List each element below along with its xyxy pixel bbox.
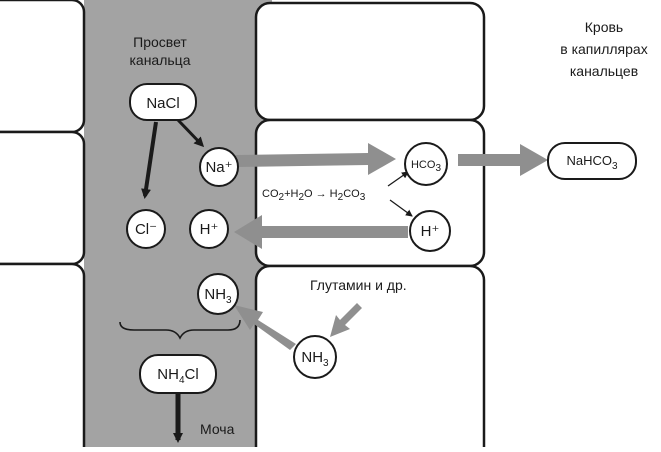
arrow-h-to-lumen	[234, 215, 408, 249]
nh3-lumen-text: NH3	[204, 286, 232, 306]
blood-label-line1: Кровь	[585, 19, 623, 35]
arrow-nacl-to-na	[176, 118, 205, 148]
h-cell-text: H⁺	[421, 223, 440, 240]
arrow-hco3-to-blood	[458, 144, 548, 176]
left-cell-top	[0, 0, 86, 134]
hco3-circle	[404, 142, 448, 186]
na-text: Na⁺	[205, 159, 232, 176]
blood-label-line3: канальцев	[570, 63, 638, 79]
nh3-cell-text: NH3	[301, 349, 329, 369]
nh3-cell-circle	[293, 335, 337, 379]
nahco3-text: NaHCO3	[566, 153, 618, 172]
lumen-label-line1: Просвет	[133, 34, 187, 50]
right-cell-top	[254, 1, 486, 122]
blood-label-line2: в капиллярах	[560, 41, 647, 57]
hco3-text: HCO3	[411, 159, 441, 174]
h-lumen-circle	[189, 209, 229, 249]
nh4cl-text: NH4Cl	[157, 366, 198, 386]
arrow-nh3-to-lumen	[234, 305, 296, 350]
cl-circle	[126, 209, 166, 249]
arrow-na-to-hco3	[236, 143, 396, 175]
left-cell-middle	[0, 130, 86, 266]
nh3-lumen-circle	[197, 273, 239, 315]
arrow-nacl-to-cl	[141, 121, 158, 199]
right-cell-bottom	[254, 264, 486, 452]
nahco3-box	[547, 142, 637, 180]
nacl-box	[129, 83, 197, 121]
h-lumen-text: H⁺	[200, 221, 219, 238]
cl-text: Cl⁻	[135, 221, 157, 238]
na-circle	[199, 147, 239, 187]
glutamine-label: Глутамин и др.	[310, 277, 407, 293]
reaction-text: CO2+H2O → H2CO3	[262, 188, 366, 203]
arrow-h2co3-to-hco3	[387, 171, 409, 187]
h-cell-circle	[409, 210, 451, 252]
nh4cl-box	[139, 354, 217, 394]
lumen-label-line2: канальца	[129, 52, 190, 68]
left-cell-bottom	[0, 262, 86, 452]
arrow-glutamine-to-nh3	[330, 303, 362, 337]
arrow-h2co3-to-h	[389, 199, 413, 217]
urine-label: Моча	[200, 421, 235, 437]
nacl-text: NaCl	[146, 95, 179, 112]
brace	[119, 319, 241, 340]
